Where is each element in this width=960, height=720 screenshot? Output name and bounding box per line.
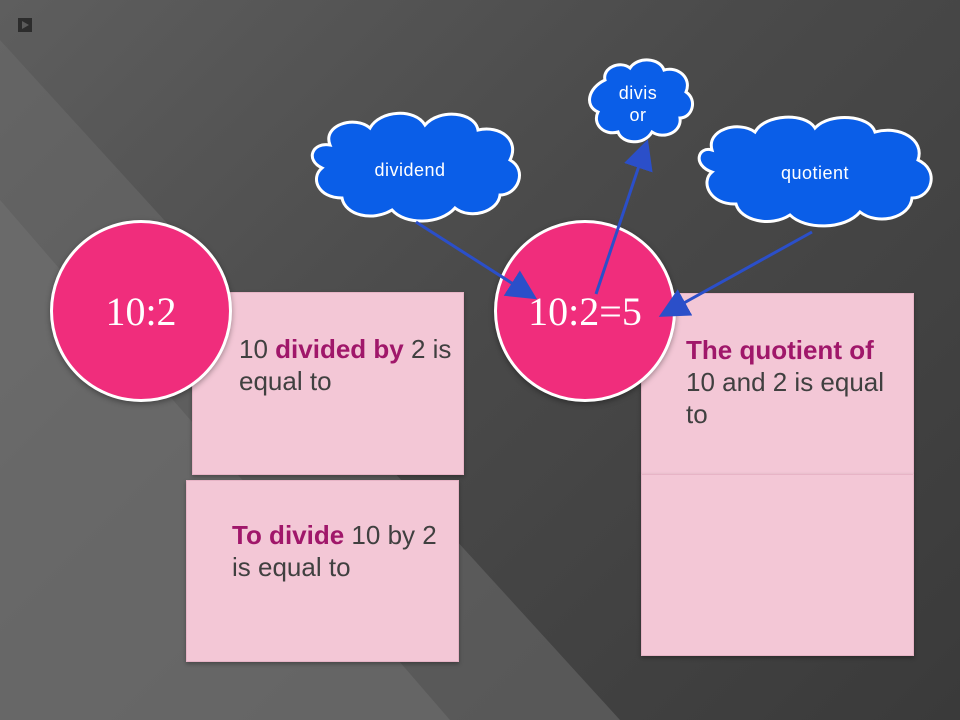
card-divided-by: 10 divided by 2 is equal to bbox=[192, 292, 464, 475]
cloud-label-quotient: quotient bbox=[780, 163, 850, 183]
card-text-highlight: divided by bbox=[275, 334, 404, 364]
card-text-number: 10 bbox=[239, 334, 276, 364]
card-text-rest: 10 and 2 is equal to bbox=[686, 367, 885, 429]
cloud-dividend bbox=[310, 111, 521, 223]
circle-equation-text: 10:2=5 bbox=[528, 288, 642, 334]
arrow-dividend bbox=[415, 220, 538, 300]
circle-equation: 10:2=5 bbox=[494, 220, 676, 402]
cloud-label-divisor: divis or bbox=[618, 83, 658, 125]
card-empty bbox=[641, 474, 914, 656]
cloud-quotient bbox=[697, 115, 933, 228]
card-text-rest: 2 is equal to bbox=[239, 334, 452, 396]
cloud-label-dividend: dividend bbox=[374, 160, 446, 180]
bullet-icon bbox=[18, 18, 32, 32]
circle-expression: 10:2 bbox=[50, 220, 232, 402]
cloud-divisor bbox=[588, 58, 695, 144]
arrow-divisor bbox=[594, 139, 653, 295]
circle-expression-text: 10:2 bbox=[105, 288, 177, 334]
card-text-highlight: The quotient of bbox=[686, 335, 874, 365]
card-text-rest: 10 by 2 is equal to bbox=[232, 520, 437, 582]
arrow-quotient bbox=[658, 230, 813, 317]
card-text-highlight: To divide bbox=[232, 520, 345, 550]
card-to-divide: To divide 10 by 2 is equal to bbox=[186, 480, 459, 662]
